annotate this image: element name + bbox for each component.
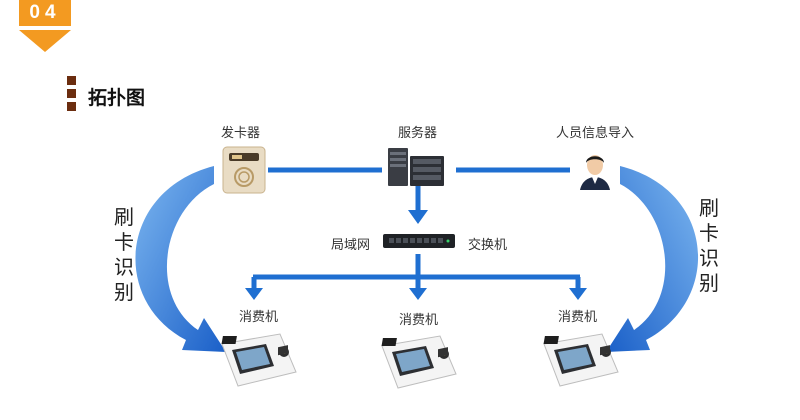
- title-marker-icon: [67, 76, 76, 114]
- pos-terminal-icon: [543, 333, 619, 387]
- right-side-char: 刷: [699, 196, 719, 220]
- left-side-char: 卡: [114, 230, 134, 254]
- arrow-server-switch: [408, 210, 428, 224]
- right-curve-arrow: [606, 166, 699, 352]
- label-terminal-3: 消费机: [558, 310, 598, 325]
- section-number: 04: [19, 0, 71, 26]
- arrow-terminal-3: [569, 288, 587, 300]
- person-avatar-icon: [578, 150, 612, 190]
- right-side-label: 刷 卡 识 别: [697, 196, 721, 296]
- left-side-char: 别: [114, 280, 134, 304]
- server-icon: [388, 148, 444, 186]
- left-side-char: 识: [114, 255, 134, 279]
- section-title: 拓扑图: [88, 87, 146, 109]
- label-server: 服务器: [398, 126, 438, 141]
- arrow-terminal-1: [245, 288, 263, 300]
- label-switch: 交换机: [468, 238, 508, 253]
- left-curve-arrow: [135, 166, 226, 352]
- badge-arrow-icon: [19, 30, 71, 52]
- label-terminal-2: 消费机: [399, 313, 439, 328]
- left-side-label: 刷 卡 识 别: [112, 205, 136, 305]
- network-switch-icon: [383, 234, 455, 248]
- right-side-char: 卡: [699, 221, 719, 245]
- card-reader-icon: [222, 146, 266, 194]
- pos-terminal-icon: [381, 335, 457, 389]
- section-number-badge: 04: [19, 0, 71, 52]
- right-side-char: 识: [699, 246, 719, 270]
- right-side-char: 别: [699, 271, 719, 295]
- left-side-char: 刷: [114, 205, 134, 229]
- pos-terminal-icon: [221, 333, 297, 387]
- label-lan: 局域网: [331, 238, 371, 253]
- arrow-terminal-2: [409, 288, 427, 300]
- label-terminal-1: 消费机: [239, 310, 279, 325]
- label-card-issuer: 发卡器: [221, 126, 261, 141]
- label-personnel-import: 人员信息导入: [556, 126, 635, 141]
